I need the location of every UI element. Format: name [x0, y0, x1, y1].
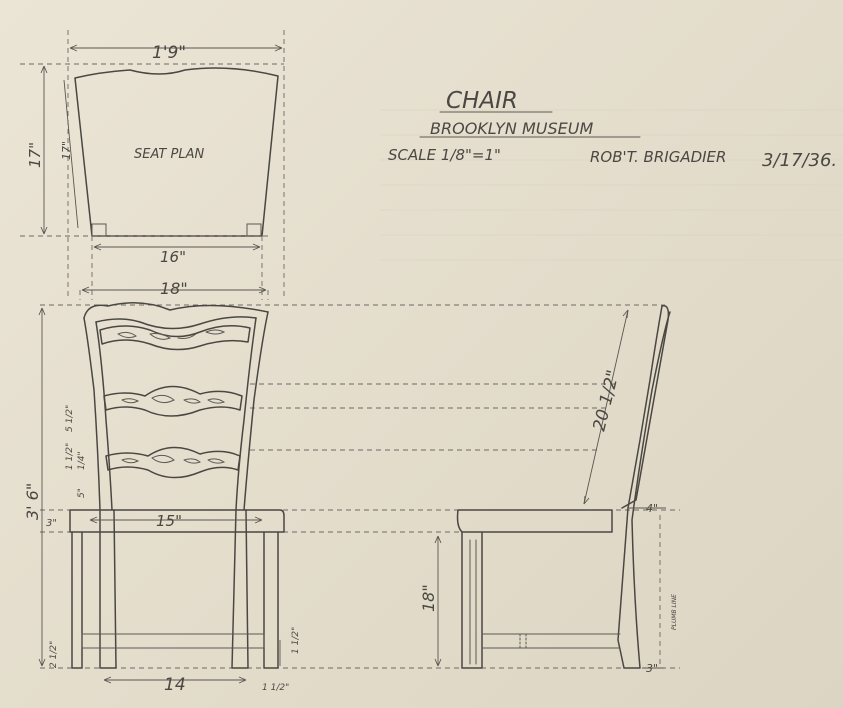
side-back-post — [617, 305, 671, 669]
title-museum: BROOKLYN MUSEUM — [430, 119, 593, 138]
dim-back-length — [583, 309, 629, 505]
foot-height-label: 2 1/2" — [49, 641, 59, 668]
front-back-post-right — [243, 311, 269, 511]
back-length-label: 20 1/2" — [589, 368, 623, 433]
seat-width-label: 1'9" — [152, 43, 186, 63]
title-main: CHAIR — [446, 88, 518, 114]
seat-depth-label: 17" — [26, 142, 44, 168]
back-offset-label: 4" — [646, 502, 658, 515]
splat-spacing-4: 1/4" — [77, 451, 87, 470]
front-splat-3 — [105, 446, 241, 479]
seat-width-15-label: 15" — [156, 512, 182, 530]
seat-plan-leg-left — [91, 223, 107, 237]
seat-rail-label: 3" — [46, 518, 57, 529]
seat-plan-leg-right — [246, 223, 262, 237]
seat-back-width-label: 16" — [160, 248, 186, 266]
side-elevation — [434, 305, 671, 669]
front-leg-left — [71, 531, 83, 669]
front-elevation — [38, 286, 680, 684]
paper-grid — [380, 109, 843, 261]
front-crest-rail — [83, 302, 269, 319]
side-seat — [456, 509, 613, 533]
side-stretcher — [481, 633, 621, 649]
seat-plan-outline — [74, 67, 279, 237]
total-height-label: 3' 6" — [23, 483, 42, 520]
splat-spacing-1: 5 1/2" — [65, 405, 75, 432]
leg-width-label: 1 1/2" — [262, 683, 289, 693]
title-date: 3/17/36. — [762, 150, 837, 171]
front-leg-right — [263, 531, 279, 669]
seat-height-label: 18" — [419, 584, 438, 612]
rear-foot-label: 3" — [646, 662, 658, 675]
splat-spacing-2: 1 1/2" — [65, 443, 75, 470]
front-seat — [69, 509, 285, 533]
plumb-line-label: PLUMB LINE — [671, 594, 678, 630]
front-back-post-left — [83, 317, 101, 511]
seat-depth-inner-label: 17" — [60, 141, 73, 160]
seat-plan — [20, 30, 285, 300]
front-splat-1 — [99, 325, 251, 351]
side-front-leg — [461, 531, 483, 669]
seat-plan-label: SEAT PLAN — [134, 147, 204, 162]
front-stretcher — [81, 633, 265, 649]
front-splat-2 — [103, 385, 243, 417]
title-author: ROB'T. BRIGADIER — [590, 148, 726, 166]
stretcher-label: 1 1/2" — [291, 627, 301, 654]
title-scale: SCALE 1/8"=1" — [388, 146, 501, 164]
splat-spacing-3: 5" — [77, 488, 87, 498]
leg-spread-label: 14 — [164, 675, 186, 695]
crest-width-label: 18" — [160, 279, 188, 298]
